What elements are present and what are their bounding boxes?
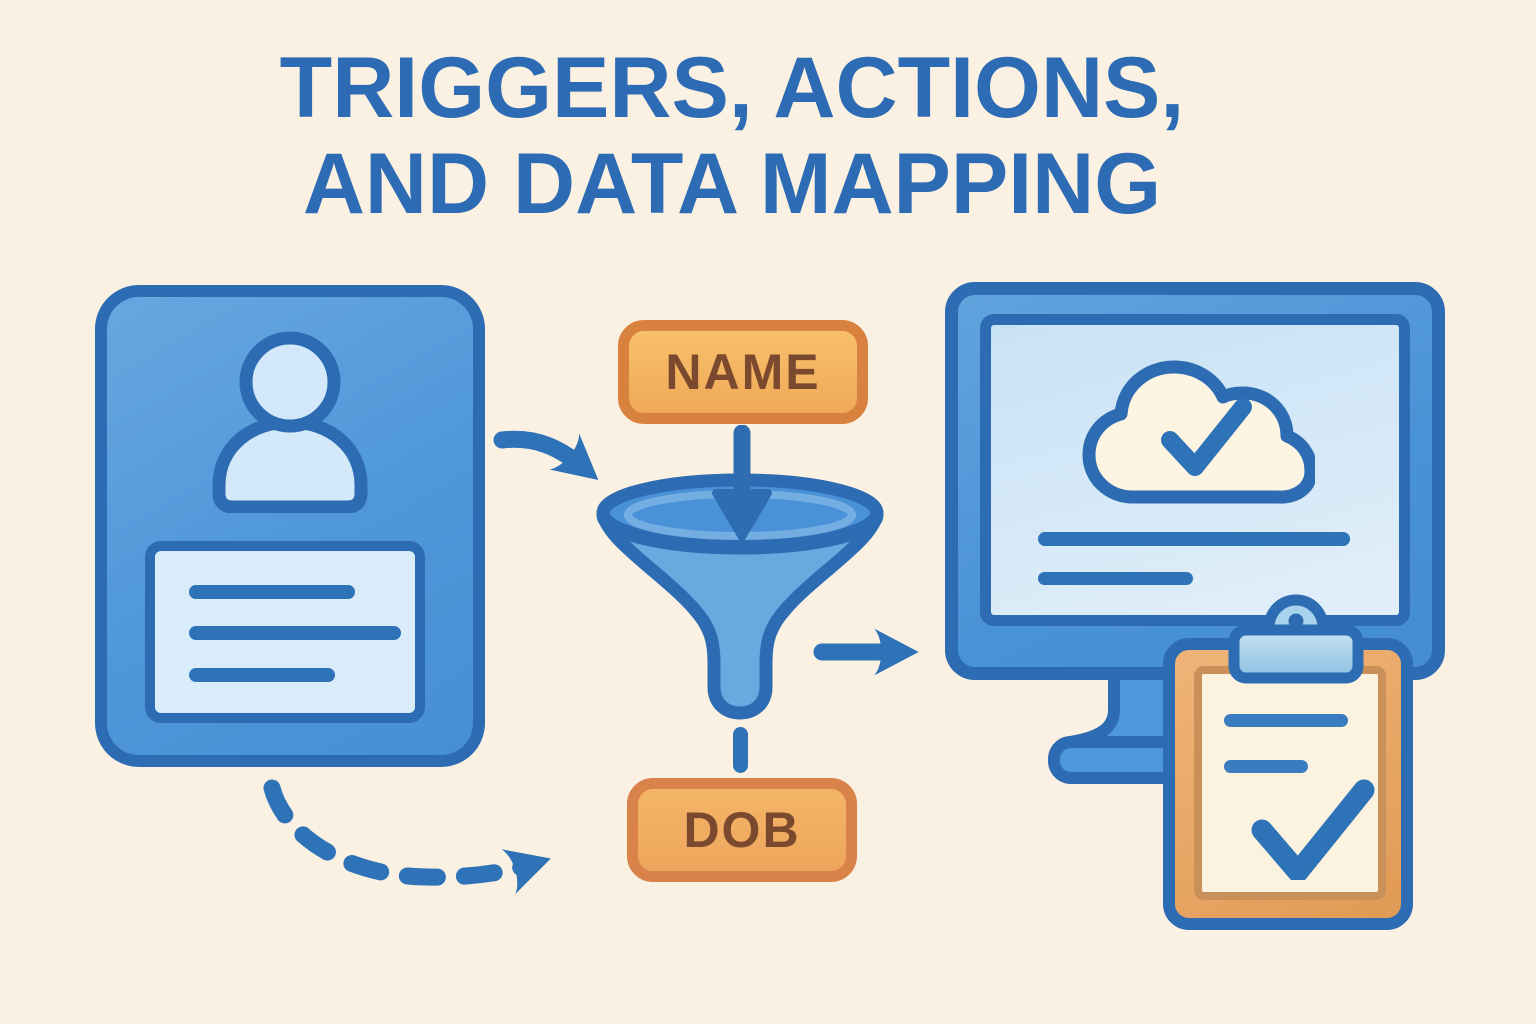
solid-arrow-icon (493, 430, 599, 480)
stem-dash (733, 727, 748, 773)
clip-hole (1288, 613, 1304, 629)
card-text-panel (145, 541, 425, 723)
screen-text-line (1038, 532, 1350, 546)
title-line-2: AND DATA MAPPING (302, 136, 1162, 232)
down-arrow-head (712, 489, 772, 541)
text-line (189, 668, 335, 682)
checklist-line (1224, 760, 1308, 773)
dob-tag: DOB (627, 778, 857, 882)
text-line (189, 585, 355, 599)
screen-text-line (1038, 572, 1193, 585)
funnel-filter-icon (596, 425, 884, 773)
person-icon (212, 331, 368, 513)
dob-tag-label: DOB (683, 802, 801, 858)
checkmark-icon (1251, 779, 1375, 880)
name-tag-label: NAME (665, 344, 821, 400)
text-line (189, 626, 401, 640)
checklist-line (1224, 714, 1348, 727)
title-line-1: TRIGGERS, ACTIONS, (279, 40, 1185, 136)
page-title: TRIGGERS, ACTIONS, AND DATA MAPPING (0, 40, 1464, 232)
name-tag: NAME (618, 320, 868, 424)
dashed-arrow-icon (263, 779, 551, 894)
cloud-checkmark-icon (1082, 360, 1315, 504)
solid-arrow-icon (813, 628, 919, 676)
clipboard-clip (1228, 594, 1364, 684)
